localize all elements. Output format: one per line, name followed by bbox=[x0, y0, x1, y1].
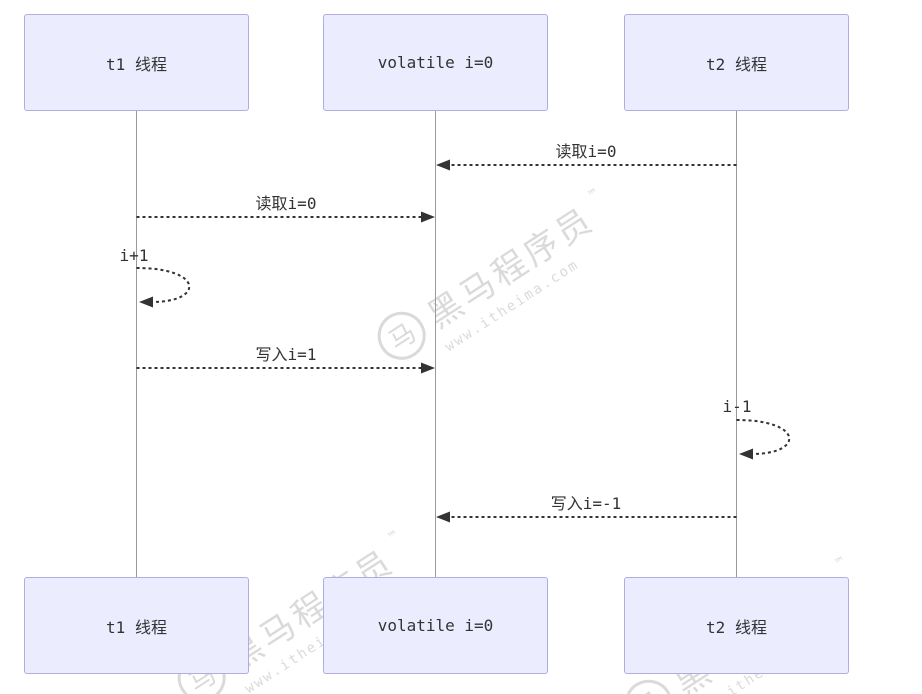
participant-label: volatile i=0 bbox=[377, 53, 494, 72]
message-label: 读取i=0 bbox=[256, 194, 317, 213]
arrowhead-left-icon bbox=[139, 296, 153, 308]
arrowhead-right-icon bbox=[421, 211, 435, 223]
message-read-t2: 读取i=0 bbox=[436, 142, 737, 171]
message-write-t1: 写入i=1 bbox=[136, 345, 435, 374]
message-selfloop-t1: i+1 bbox=[120, 246, 191, 308]
message-read-t1: 读取i=0 bbox=[136, 194, 435, 223]
message-selfloop-t2: i-1 bbox=[723, 397, 791, 460]
arrowhead-right-icon bbox=[421, 362, 435, 374]
participant-t1-top: t1 线程 bbox=[24, 14, 249, 111]
message-write-t2: 写入i=-1 bbox=[436, 494, 737, 523]
participant-label: t2 线程 bbox=[706, 617, 767, 637]
participant-label: t2 线程 bbox=[706, 54, 767, 74]
participant-label: volatile i=0 bbox=[377, 616, 494, 635]
participant-volatile-top: volatile i=0 bbox=[323, 14, 548, 111]
self-loop-path bbox=[136, 267, 191, 303]
message-label: i+1 bbox=[120, 246, 149, 265]
message-label: 写入i=-1 bbox=[551, 494, 622, 513]
participant-volatile-bottom: volatile i=0 bbox=[323, 577, 548, 674]
message-label: i-1 bbox=[723, 397, 752, 416]
participant-label: t1 线程 bbox=[106, 54, 167, 74]
participant-t2-top: t2 线程 bbox=[624, 14, 849, 111]
message-label: 读取i=0 bbox=[556, 142, 617, 161]
message-label: 写入i=1 bbox=[256, 345, 317, 364]
participant-t2-bottom: t2 线程 bbox=[624, 577, 849, 674]
arrowhead-left-icon bbox=[739, 448, 753, 460]
arrowhead-left-icon bbox=[436, 159, 450, 171]
participant-label: t1 线程 bbox=[106, 617, 167, 637]
participant-t1-bottom: t1 线程 bbox=[24, 577, 249, 674]
self-loop-path bbox=[736, 419, 791, 455]
arrowhead-left-icon bbox=[436, 511, 450, 523]
